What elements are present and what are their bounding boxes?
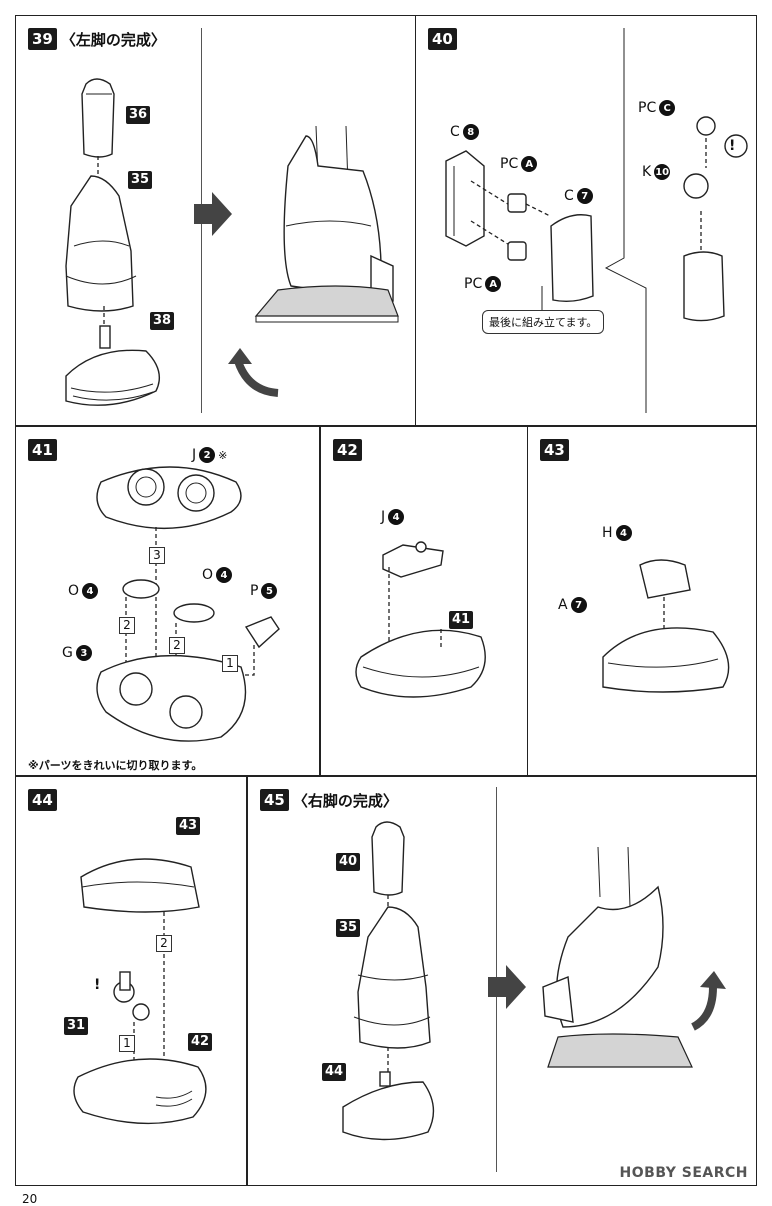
heel-assembly-illustration [96,466,280,742]
part-tag-31: 31 [64,1017,89,1035]
part-number-badge: 3 [75,645,92,661]
part-tag-36: 36 [126,106,151,124]
label-text: H [602,525,613,541]
label-text: A [558,597,568,613]
part-letter-badge: C [659,100,676,116]
label-text: J [381,509,386,525]
label-text: PC [500,156,519,172]
watermark-hobby-search: HOBBY SEARCH [619,1165,748,1181]
part-tag-35: 35 [336,919,361,937]
step-header: 40 [428,28,457,50]
knee-assembly-illustration [445,28,748,413]
part-number-badge: 7 [576,188,593,204]
step-header: 44 [28,789,57,811]
part-number-badge: 4 [615,525,632,541]
label-j2: J 2 ※ [192,447,227,463]
step-header: 43 [540,439,569,461]
panel-step-44: 44 43 31 42 2 1 ! [15,776,247,1186]
step-number: 44 [28,789,57,811]
label-text: O [68,583,80,599]
step-header: 41 [28,439,57,461]
panel-step-45: 45 〈右脚の完成〉 40 35 44 HOBBY SEARCH [247,776,757,1186]
step-header: 39 〈左脚の完成〉 [28,28,166,50]
label-pca-top: PC A [500,156,538,172]
order-step-3: 3 [149,547,165,564]
label-c7: C 7 [564,188,593,204]
step-number: 39 [28,28,57,50]
part-number-badge: 2 [199,447,216,463]
step-number: 42 [333,439,362,461]
caution-icon: ! [94,977,101,993]
label-h4: H 4 [602,525,632,541]
panel-step-43: 43 H 4 A 7 [527,426,757,776]
cutting-note: ※パーツをきれいに切り取ります。 [28,759,203,772]
label-text: C [564,188,574,204]
label-text: C [450,124,460,140]
caution-icon: ! [729,138,736,154]
label-text: P [250,583,259,599]
part-tag-40: 40 [336,853,361,871]
label-text: J [192,447,197,463]
label-pcc: PC C [638,100,676,116]
label-c8: C 8 [450,124,479,140]
label-text: PC [464,276,483,292]
label-pca-bottom: PC A [464,276,502,292]
heel-plate-illustration [355,541,486,698]
part-number-badge: 4 [388,509,405,525]
left-leg-illustration [65,78,399,406]
order-step-1: 1 [222,655,238,672]
step-number: 43 [540,439,569,461]
panel-step-42: 42 J 4 41 [320,426,528,776]
part-number-badge: 8 [462,124,479,140]
part-tag-44: 44 [322,1063,347,1081]
label-g3: G 3 [62,645,92,661]
step-header: 45 〈右脚の完成〉 [260,789,398,811]
part-tag-42: 42 [188,1033,213,1051]
step-title: 〈左脚の完成〉 [60,30,166,49]
panel-step-39: 39 〈左脚の完成〉 36 35 38 [15,15,417,426]
assembly-note-callout: 最後に組み立てます。 [482,310,605,334]
part-tag-43: 43 [176,817,201,835]
label-text: K [642,164,652,180]
panel-step-40: 40 C 8 PC A C 7 PC A PC [415,15,757,426]
label-o4-left: O 4 [68,583,99,599]
label-text: O [202,567,214,583]
label-j4: J 4 [381,509,405,525]
step-number: 41 [28,439,57,461]
part-number-badge: 10 [654,164,671,180]
part-letter-badge: A [485,276,502,292]
part-tag-41: 41 [449,611,474,629]
part-tag-38: 38 [150,312,175,330]
right-heel-assembly-illustration [73,858,207,1125]
label-a7: A 7 [558,597,587,613]
label-o4-right: O 4 [202,567,233,583]
part-number-badge: 4 [82,583,99,599]
order-step-2b: 2 [169,637,185,654]
label-p5: P 5 [250,583,278,599]
part-tag-35: 35 [128,171,153,189]
part-number-badge: 5 [261,583,278,599]
part-letter-badge: A [521,156,538,172]
order-step-1: 1 [119,1035,135,1052]
cut-note-mark: ※ [218,448,228,462]
label-k10: K 10 [642,164,671,180]
page-number: 20 [22,1192,38,1206]
part-number-badge: 7 [570,597,587,613]
step-title: 〈右脚の完成〉 [292,791,398,810]
order-step-2a: 2 [119,617,135,634]
heel-cover-illustration [602,559,730,693]
panel-step-41: 41 J 2 ※ O 4 O 4 P 5 G 3 3 2 2 1 [15,426,320,776]
label-text: PC [638,100,657,116]
part-number-badge: 4 [216,567,233,583]
step-number: 45 [260,789,289,811]
label-text: G [62,645,73,661]
right-leg-illustration [342,821,726,1141]
step-header: 42 [333,439,362,461]
step-number: 40 [428,28,457,50]
order-step-2: 2 [156,935,172,952]
